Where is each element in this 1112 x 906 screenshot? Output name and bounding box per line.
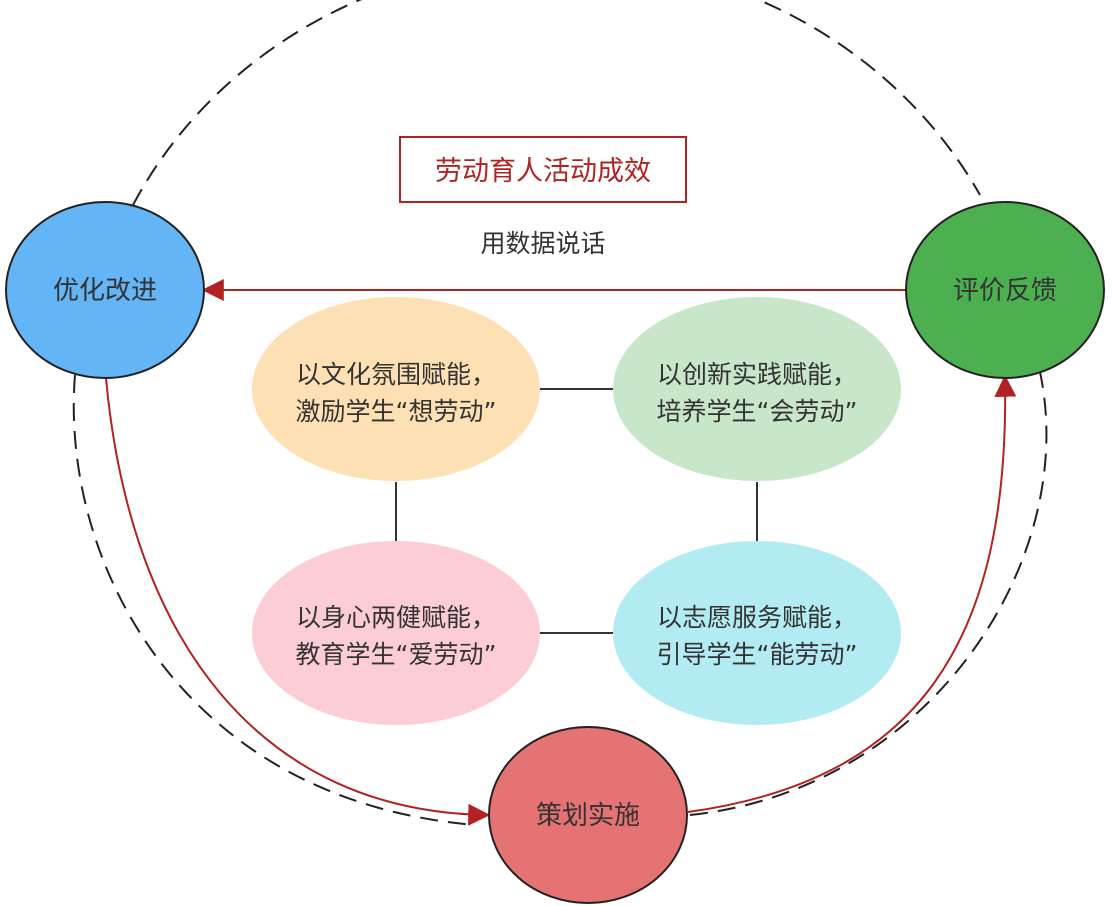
pillar-volunteer-line1: 以志愿服务赋能， [657, 603, 857, 632]
dashed-arc-right [689, 371, 1048, 816]
node-optimize-shape [5, 201, 205, 379]
pillar-innovation-line1: 以创新实践赋能， [657, 360, 857, 389]
flow-arrows [105, 279, 1017, 826]
node-optimize: 优化改进 [5, 201, 205, 379]
pillar-culture: 以文化氛围赋能， 激励学生“想劳动” [252, 297, 540, 481]
node-evaluate-shape [905, 201, 1105, 379]
pillar-culture-shape [252, 297, 540, 481]
pillar-health-line2: 教育学生“爱劳动” [296, 640, 497, 669]
pillar-volunteer-shape [613, 541, 901, 725]
pillar-culture-line2: 激励学生“想劳动” [296, 397, 497, 426]
pillar-health: 以身心两健赋能， 教育学生“爱劳动” [252, 541, 540, 725]
pillar-innovation-line2: 培养学生“会劳动” [657, 397, 858, 426]
pillar-innovation-shape [613, 297, 901, 481]
arrow-implement-to-evaluate [687, 374, 1017, 813]
title-text: 劳动育人活动成效 [435, 156, 651, 187]
node-implement: 策划实施 [488, 726, 688, 904]
node-evaluate: 评价反馈 [905, 201, 1105, 379]
pillar-health-shape [252, 541, 540, 725]
pillar-connectors [395, 388, 758, 634]
pillar-innovation: 以创新实践赋能， 培养学生“会劳动” [613, 297, 901, 481]
node-evaluate-label: 评价反馈 [953, 276, 1057, 306]
dashed-arc-top [132, 0, 981, 206]
pillar-volunteer: 以志愿服务赋能， 引导学生“能劳动” [613, 541, 901, 725]
node-implement-label: 策划实施 [536, 801, 640, 831]
node-optimize-label: 优化改进 [53, 276, 157, 306]
node-implement-shape [488, 726, 688, 904]
pillar-health-line1: 以身心两健赋能， [296, 603, 496, 632]
arrow-optimize-to-implement [105, 377, 491, 826]
subtitle-text: 用数据说话 [480, 229, 605, 258]
title-box [399, 136, 687, 203]
pillar-culture-line1: 以文化氛围赋能， [296, 360, 496, 389]
pillar-volunteer-line2: 引导学生“能劳动” [657, 640, 858, 669]
dashed-cycle [72, 0, 1048, 826]
